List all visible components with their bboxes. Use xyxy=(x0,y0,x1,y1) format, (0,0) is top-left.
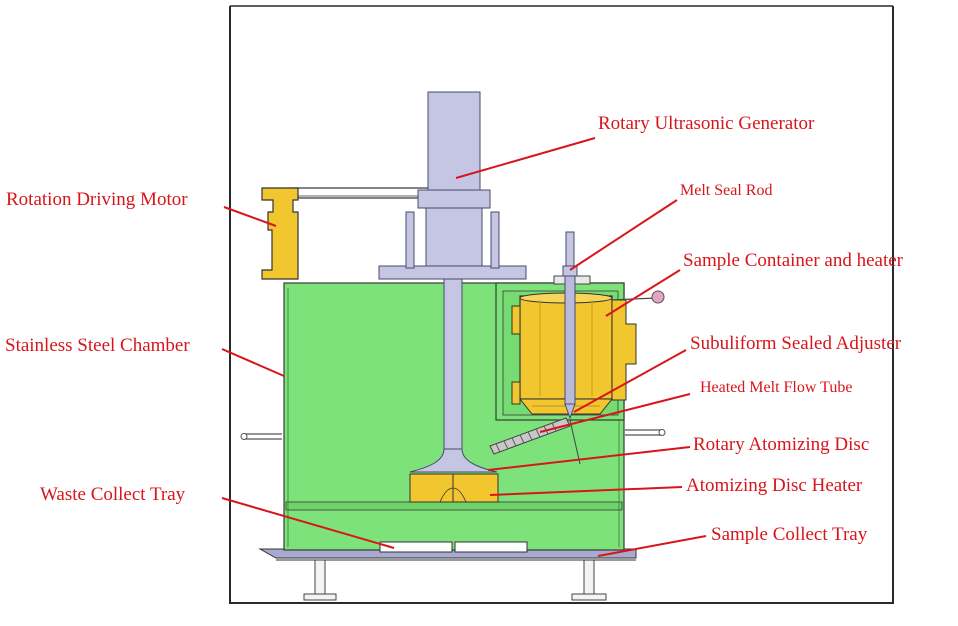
label-stainless-steel-chamber: Stainless Steel Chamber xyxy=(5,335,190,356)
leader-lines xyxy=(221,137,707,557)
waste-collect-tray-shape xyxy=(379,541,528,553)
label-atomizing-disc-heater: Atomizing Disc Heater xyxy=(686,475,863,496)
sample-collect-tray-shape xyxy=(258,548,637,561)
rotation-driving-motor-shape xyxy=(261,187,299,280)
label-sample-container-heater: Sample Container and heater xyxy=(683,250,904,271)
label-melt-seal-rod: Melt Seal Rod xyxy=(680,182,773,199)
leader-atomizing-disc-heater xyxy=(489,486,683,496)
outer-frame xyxy=(229,5,894,604)
label-rotation-driving-motor: Rotation Driving Motor xyxy=(6,189,188,210)
label-subuliform-sealed-adjuster: Subuliform Sealed Adjuster xyxy=(690,333,902,354)
leader-sample-collect-tray xyxy=(597,535,707,557)
rotary-ultrasonic-generator-shape xyxy=(378,91,527,473)
melt-seal-rod-shape xyxy=(562,231,578,420)
leader-waste-collect-tray xyxy=(221,497,395,549)
leader-stainless-steel-chamber xyxy=(221,348,285,377)
label-rotary-atomizing-disc: Rotary Atomizing Disc xyxy=(693,434,870,455)
label-heated-melt-flow-tube: Heated Melt Flow Tube xyxy=(700,379,853,396)
chamber-legs xyxy=(303,559,607,601)
leader-sample-container-heater xyxy=(605,269,681,317)
atomizing-disc-heater-shape xyxy=(409,473,499,503)
sample-container-heater-shape xyxy=(511,290,665,415)
side-handle-right xyxy=(625,429,666,436)
leader-melt-seal-rod xyxy=(569,199,678,271)
label-rotary-ultrasonic-generator: Rotary Ultrasonic Generator xyxy=(598,113,815,134)
heated-melt-flow-tube-shape xyxy=(489,417,581,465)
leader-heated-melt-flow-tube xyxy=(539,393,691,433)
leader-subuliform-sealed-adjuster xyxy=(573,349,687,413)
leader-rotary-atomizing-disc xyxy=(487,446,691,471)
label-sample-collect-tray: Sample Collect Tray xyxy=(711,524,868,545)
side-handle-left xyxy=(240,433,282,440)
leader-rotary-ultrasonic-generator xyxy=(455,137,596,179)
label-waste-collect-tray: Waste Collect Tray xyxy=(40,484,186,505)
leader-rotation-driving-motor xyxy=(223,206,277,227)
